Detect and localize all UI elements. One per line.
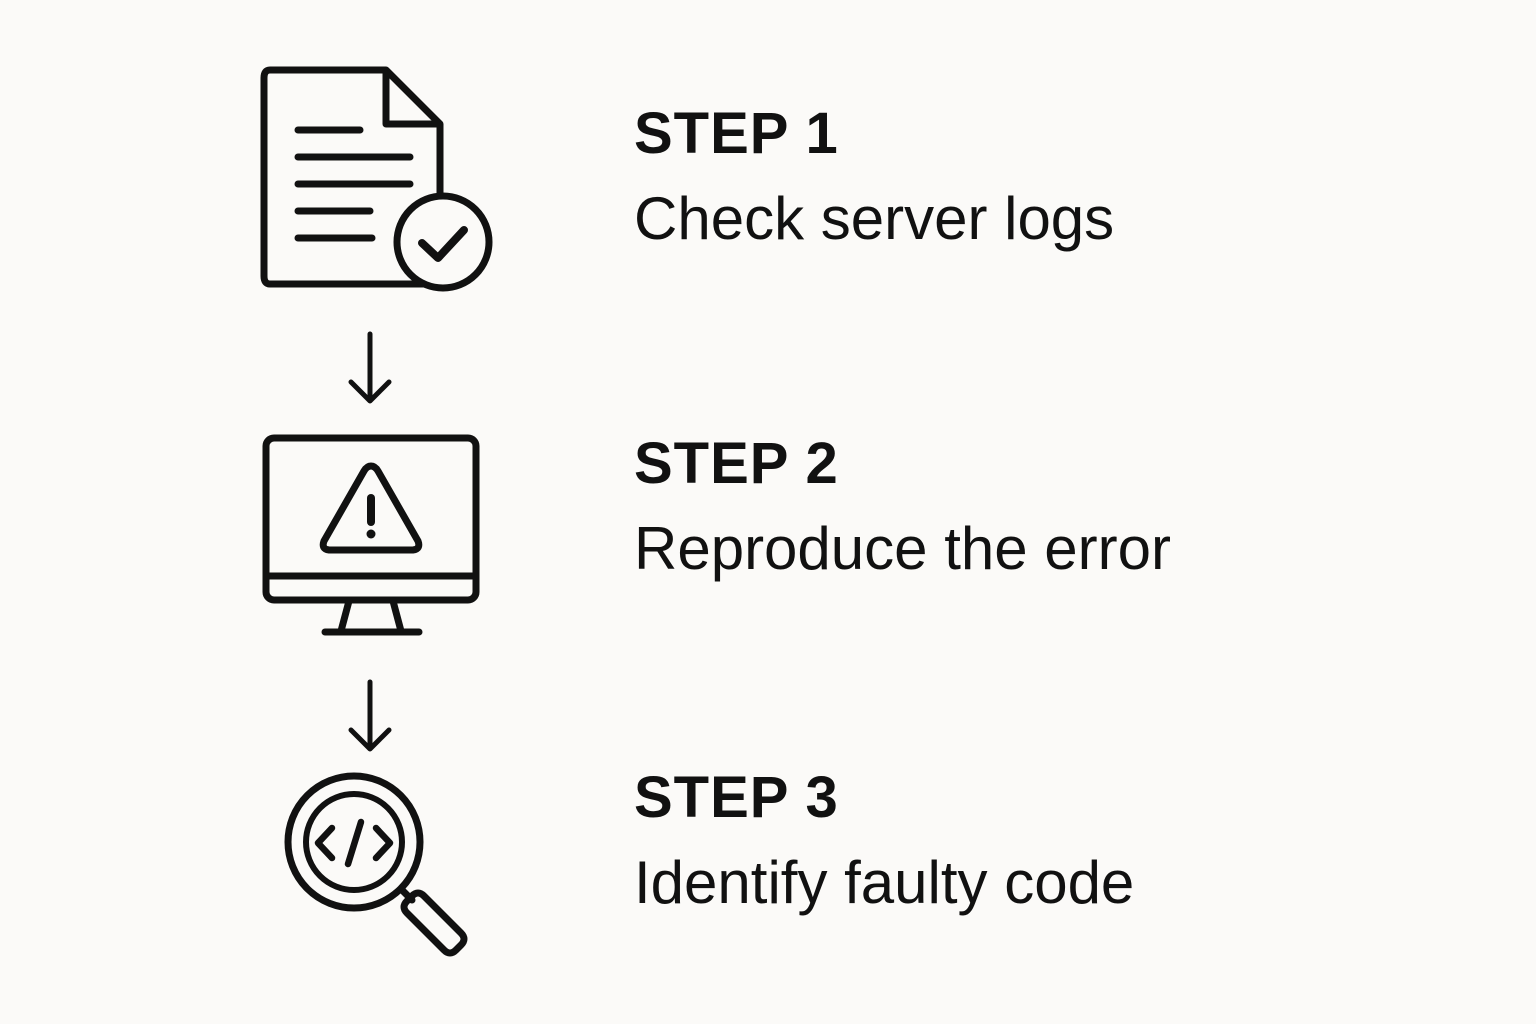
document-check-icon: [260, 66, 493, 292]
arrow-down-icon: [348, 331, 392, 404]
arrow-down-icon: [348, 679, 392, 752]
step-3: STEP 3 Identify faulty code: [634, 766, 1134, 916]
step-2-label: STEP 2: [634, 431, 839, 496]
step-3-description: Identify faulty code: [634, 849, 1135, 916]
step-1: STEP 1 Check server logs: [634, 102, 1114, 252]
magnifier-code-icon: [284, 772, 468, 957]
step-2: STEP 2 Reproduce the error: [634, 432, 1171, 582]
step-1-label: STEP 1: [634, 101, 839, 166]
step-3-label: STEP 3: [634, 765, 839, 830]
monitor-warning-icon: [262, 434, 480, 636]
step-1-description: Check server logs: [634, 185, 1115, 252]
step-2-description: Reproduce the error: [634, 515, 1171, 582]
